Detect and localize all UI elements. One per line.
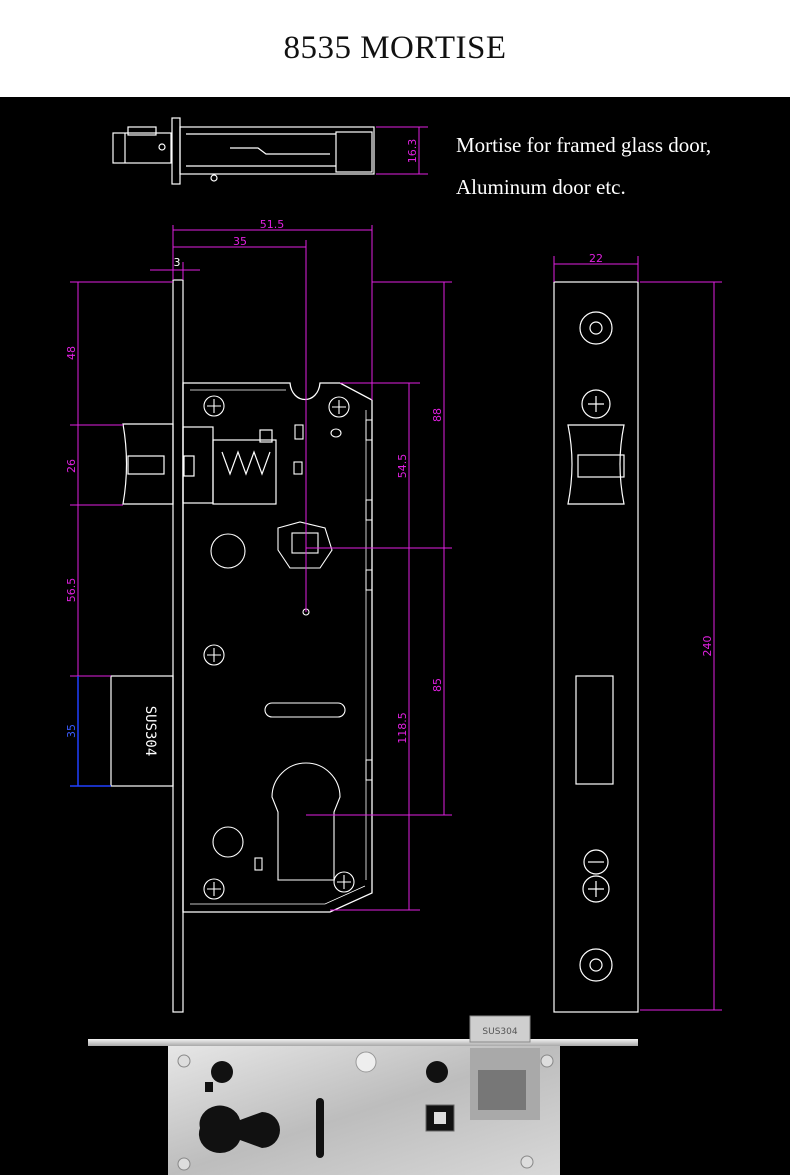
top-view-screw — [158, 143, 166, 151]
side-latch-tongue — [577, 454, 625, 478]
spindle-hole — [291, 532, 319, 554]
front-dim-blue — [70, 676, 111, 787]
latch-spring — [221, 450, 271, 476]
photo-cylinder-hole — [198, 1105, 280, 1153]
spindle-follower — [277, 521, 333, 569]
dim-label-width-total: 51.5 — [260, 218, 285, 231]
screw-icon — [203, 878, 225, 900]
dim-label-latch-to-bolt: 56.5 — [65, 578, 78, 603]
latch-bolt — [122, 423, 277, 505]
dim-label-case-to-spindle: 54.5 — [396, 454, 409, 479]
small-hole — [330, 428, 342, 438]
small-slot — [293, 461, 303, 475]
latch-head — [122, 423, 174, 505]
screw-icon — [583, 849, 609, 875]
top-view-screw — [210, 174, 218, 182]
top-view-slot — [230, 147, 330, 155]
product-photo: SUS304 — [88, 1015, 638, 1175]
trigger-slot — [264, 702, 346, 718]
dim-label-backset: 35 — [233, 235, 247, 248]
photo-small-slot — [205, 1082, 213, 1092]
photo-spindle-square — [434, 1112, 446, 1124]
dim-label-plate-length: 240 — [701, 636, 714, 657]
deadbolt-body — [110, 675, 174, 787]
edge-notches — [365, 419, 373, 781]
screw-icon — [328, 396, 350, 418]
screw-icon — [581, 389, 611, 419]
screw-icon — [333, 871, 355, 893]
top-view-faceplate — [171, 117, 181, 185]
dim-label-faceplate: 3 — [174, 256, 181, 269]
photo-slot — [316, 1098, 324, 1158]
top-view-tab — [127, 126, 157, 136]
photo-deadbolt — [469, 1015, 531, 1043]
photo-screw — [355, 1051, 377, 1073]
photo-stamp: SUS304 — [482, 1027, 517, 1037]
screw-icon — [203, 644, 225, 666]
photo-screw — [177, 1157, 191, 1171]
page-title: 8535 MORTISE — [283, 30, 507, 66]
technical-drawing: 16.3 SUS304 — [65, 117, 722, 1175]
dim-label-top-to-spindle: 88 — [431, 408, 444, 422]
latch-spring-housing — [212, 439, 277, 505]
front-faceplate — [172, 279, 184, 1013]
mounting-hole — [212, 826, 244, 858]
dim-label-faceplate-width: 22 — [589, 252, 603, 265]
description: Mortise for framed glass door, Aluminum … — [456, 124, 711, 208]
photo-screw — [520, 1155, 534, 1169]
top-view-latch — [112, 132, 172, 164]
photo-latch — [478, 1070, 526, 1110]
photo-faceplate — [88, 1039, 638, 1046]
front-case — [182, 382, 373, 913]
top-dim — [376, 126, 428, 175]
screw-icon — [203, 395, 225, 417]
description-line-2: Aluminum door etc. — [456, 175, 626, 199]
case-inner-line — [190, 885, 366, 905]
small-slot — [294, 424, 304, 440]
top-view-end — [335, 131, 373, 173]
hole-icon — [579, 311, 613, 345]
dim-label-bolt-height: 35 — [65, 724, 78, 738]
dim-label-top-to-latch: 48 — [65, 346, 78, 360]
latch-stop — [259, 429, 273, 443]
dim-label-latch-height: 26 — [65, 459, 78, 473]
dim-label-spindle-to-cylinder: 85 — [431, 678, 444, 692]
small-slot — [254, 857, 263, 871]
hole-icon — [579, 948, 613, 982]
side-faceplate — [553, 281, 639, 1013]
top-view — [112, 117, 375, 185]
photo-screw — [177, 1054, 191, 1068]
front-fixings — [203, 395, 355, 900]
mounting-hole — [210, 533, 246, 569]
description-line-1: Mortise for framed glass door, — [456, 133, 712, 157]
deadbolt-stamp: SUS304 — [142, 706, 158, 757]
header: 8535 MORTISE — [0, 0, 790, 97]
photo-hole — [211, 1061, 233, 1083]
photo-screw — [540, 1054, 554, 1068]
side-latch-opening — [567, 424, 625, 505]
photo-hole — [426, 1061, 448, 1083]
front-dim-lines — [70, 225, 452, 911]
side-view — [553, 281, 639, 1013]
cylinder-profile — [271, 762, 341, 881]
top-view-case — [179, 126, 375, 175]
latch-pin — [183, 455, 195, 477]
latch-slot — [127, 455, 165, 475]
side-dim-lines — [553, 256, 722, 1011]
latch-body — [182, 426, 214, 504]
deadbolt: SUS304 — [110, 675, 174, 787]
screw-icon — [582, 875, 610, 903]
dim-label-top-thickness: 16.3 — [406, 139, 419, 164]
side-bolt-opening — [575, 675, 614, 785]
dim-label-case-height: 118.5 — [396, 712, 409, 744]
